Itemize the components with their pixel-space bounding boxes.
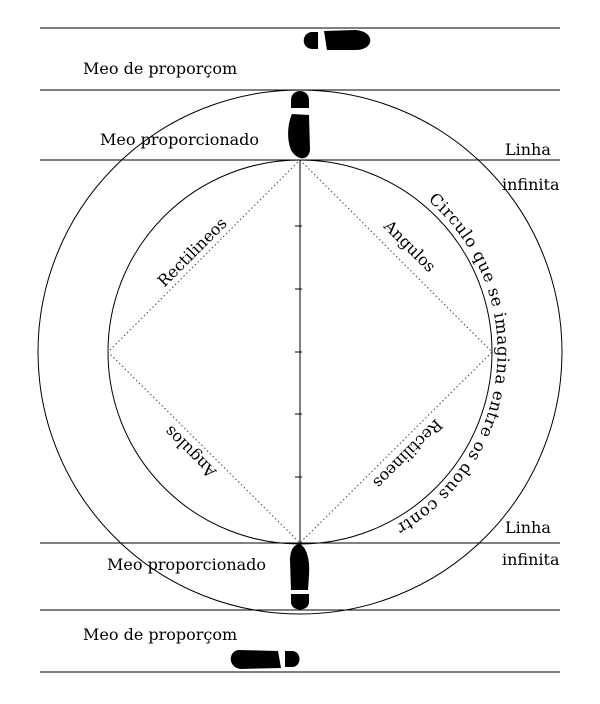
label-bottom-inner: Meo proporcionado	[107, 555, 266, 574]
label-upper-left: Rectilineos	[154, 214, 231, 291]
footprint-bottom-horizontal-icon	[230, 650, 300, 669]
axis-ticks	[295, 225, 302, 478]
footprint-top-horizontal-icon	[303, 30, 371, 50]
footprint-top-vertical-icon	[288, 91, 310, 159]
label-upper-right: Angulos	[379, 216, 439, 276]
label-line-top-1: Linha	[505, 140, 551, 159]
outer-circle	[37, 89, 563, 615]
label-top-inner: Meo proporcionado	[100, 130, 259, 149]
label-bottom-outer: Meo de proporçom	[83, 625, 237, 644]
label-lower-left: Angulos	[160, 422, 220, 482]
label-line-bottom-2: infinita	[502, 550, 560, 569]
circle-caption: Circulo que se imagina entre os dous con…	[0, 0, 512, 538]
label-top-outer: Meo de proporçom	[83, 59, 237, 78]
diamond	[107, 159, 493, 544]
footprint-bottom-vertical-icon	[290, 544, 310, 610]
label-lower-right: Rectilineos	[369, 415, 446, 492]
label-line-top-2: infinita	[502, 175, 560, 194]
label-line-bottom-1: Linha	[505, 518, 551, 537]
